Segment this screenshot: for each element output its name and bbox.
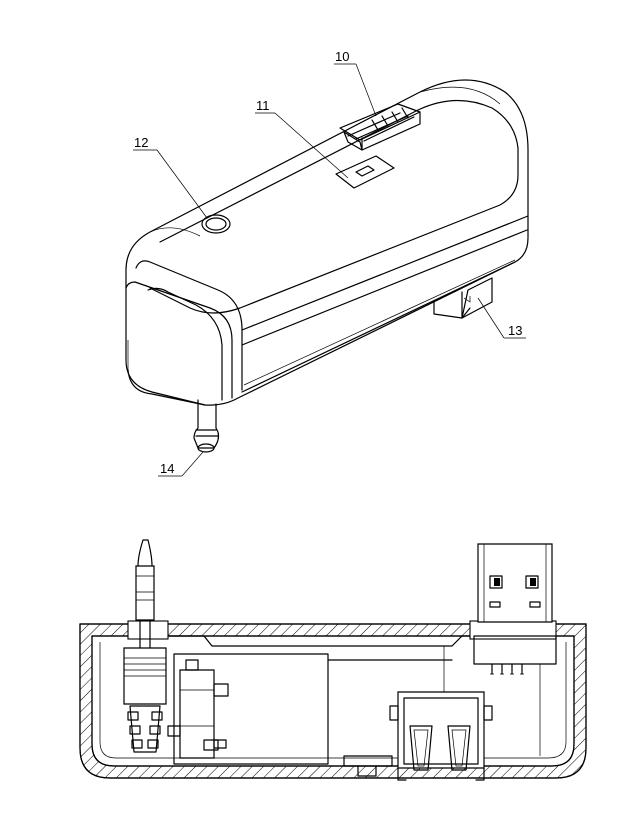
device-perspective-view: [126, 80, 528, 452]
device-section-view: [80, 540, 586, 780]
label-11: 11: [256, 98, 270, 113]
label-13: 13: [508, 323, 522, 338]
label-10-leader: [356, 64, 376, 116]
label-14: 14: [160, 461, 174, 476]
label-13-leader: [478, 298, 504, 338]
callouts: 10 11 12 13 14: [133, 49, 526, 476]
label-10: 10: [335, 49, 349, 64]
label-11-leader: [275, 113, 348, 178]
label-12-leader: [157, 150, 207, 218]
label-12: 12: [134, 135, 148, 150]
label-14-leader: [182, 452, 203, 476]
